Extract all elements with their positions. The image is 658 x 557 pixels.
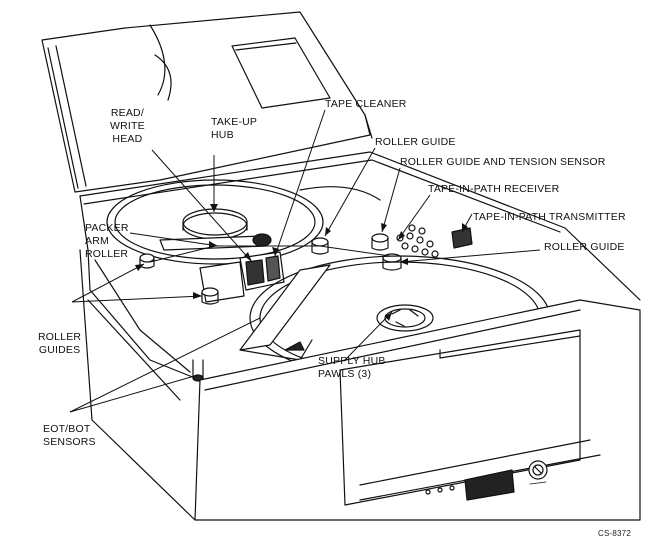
label-tape-in-path-transmitter: TAPE-IN-PATH TRANSMITTER xyxy=(473,211,626,223)
figure-code: CS-8372 xyxy=(598,529,631,538)
chassis xyxy=(79,151,641,521)
label-tape-in-path-receiver: TAPE-IN-PATH RECEIVER xyxy=(428,183,560,195)
leader-packer-arm-roller xyxy=(129,232,219,247)
tape-in-path-receiver-holes xyxy=(396,224,439,258)
label-roller-guides: ROLLER GUIDES xyxy=(38,331,82,356)
leader-roller-guide-top xyxy=(324,147,376,237)
tape-path xyxy=(149,245,391,263)
leader-roller-guide-tension xyxy=(381,167,401,233)
control-panel xyxy=(425,460,548,501)
leader-tape-in-path-receiver xyxy=(397,194,431,241)
label-supply-hub-pawls: SUPPLY HUB PAWLS (3) xyxy=(318,355,386,380)
tape-channel xyxy=(239,264,331,361)
roller-guide-posts xyxy=(139,233,402,305)
leader-roller-guides-b xyxy=(71,295,203,303)
leader-eot-bot-a xyxy=(69,317,261,413)
take-up-reel-well xyxy=(106,179,381,265)
label-roller-guide-right: ROLLER GUIDE xyxy=(544,241,625,253)
cover-lid xyxy=(41,11,373,193)
leader-tape-cleaner xyxy=(274,109,326,257)
label-tape-cleaner: TAPE CLEANER xyxy=(325,98,407,110)
leader-read-write-head xyxy=(151,149,253,263)
leader-lines xyxy=(69,109,541,413)
packer-arm xyxy=(159,233,272,251)
leader-supply-hub-pawls xyxy=(344,311,393,361)
front-panel xyxy=(194,299,641,521)
label-take-up-hub: TAKE-UP HUB xyxy=(211,116,258,141)
leader-eot-bot-b xyxy=(69,374,199,413)
label-eot-bot-sensors: EOT/BOT SENSORS xyxy=(43,423,96,448)
label-packer-arm-roller: PACKER ARM ROLLER xyxy=(85,222,129,260)
label-roller-guide-top: ROLLER GUIDE xyxy=(375,136,456,148)
eot-bot-sensor-post xyxy=(192,359,204,382)
label-read-write-head: READ/ WRITE HEAD xyxy=(110,107,145,145)
leader-arrowheads xyxy=(135,204,468,321)
label-roller-guide-tension-sensor: ROLLER GUIDE AND TENSION SENSOR xyxy=(400,156,606,168)
leader-roller-guides-a xyxy=(71,263,145,303)
leader-roller-guide-right xyxy=(399,249,541,263)
